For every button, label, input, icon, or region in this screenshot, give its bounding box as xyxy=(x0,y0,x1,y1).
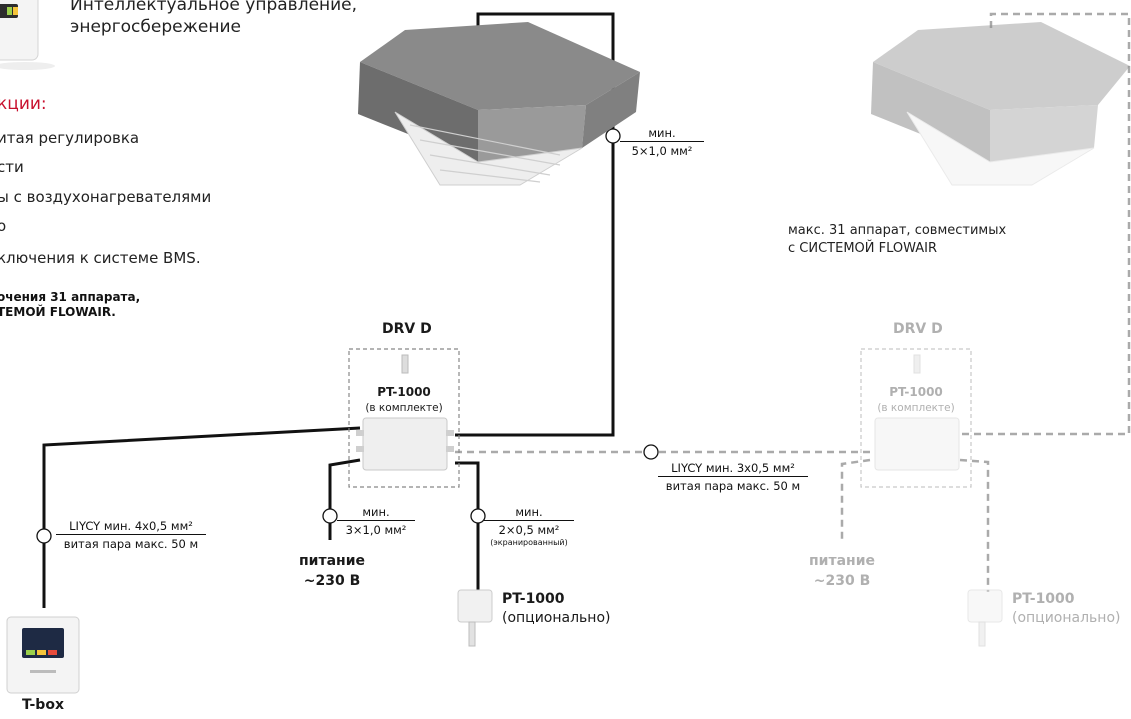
power-ghost-line-2: ~230 В xyxy=(813,573,871,589)
functions-title: кции: xyxy=(0,94,47,114)
max-units-line-1: макс. 31 аппарат, совместимых xyxy=(788,223,1007,238)
drv-ghost-sensor: PT-1000 xyxy=(889,385,943,399)
cable-label-sensor: мин. 2×0,5 мм² (экранированный) xyxy=(484,505,574,547)
cable-label-tbox: LIYCY мин. 4x0,5 мм² витая пара макс. 50… xyxy=(56,519,206,551)
cable-link-bottom: витая пара макс. 50 м xyxy=(665,479,801,493)
intro-text: Интеллектуальное управление, энергосбере… xyxy=(70,0,357,38)
sensor-main xyxy=(457,589,493,647)
cable-label-power: мин. 3×1,0 мм² xyxy=(337,505,415,537)
drv-main-title: DRV D xyxy=(382,321,432,337)
sensor-ghost-note: (опционально) xyxy=(1012,610,1121,626)
power-main-label: питание ~230 В xyxy=(282,551,382,591)
cable-sensor-bottom: 2×0,5 мм² xyxy=(498,523,560,537)
power-main-line-1: питание xyxy=(298,553,366,569)
cable-tbox-bottom: витая пара макс. 50 м xyxy=(63,537,199,551)
intro-line-1: Интеллектуальное управление, xyxy=(70,0,358,15)
drv-main-sensor: PT-1000 xyxy=(377,385,431,399)
cable-tbox-top: LIYCY мин. 4x0,5 мм² xyxy=(69,519,193,533)
drv-main-box xyxy=(348,348,460,488)
sensor-main-label: PT-1000 (опционально) xyxy=(502,590,611,628)
cable-power-bottom: 3×1,0 мм² xyxy=(345,523,407,537)
function-item: ключения к системе BMS. xyxy=(0,249,201,267)
power-main-line-2: ~230 В xyxy=(303,573,361,589)
sensor-ghost-name: PT-1000 xyxy=(1012,591,1075,607)
intro-line-2: энергосбережение xyxy=(70,17,241,37)
sensor-ghost-label: PT-1000 (опционально) xyxy=(1012,590,1121,628)
functions-note-line-2: ТЕМОЙ FLOWAIR. xyxy=(0,305,116,319)
function-item: о xyxy=(0,217,7,235)
drv-main-sensor-note: (в комплекте) xyxy=(365,402,443,414)
cable-label-heater: мин. 5×1,0 мм² xyxy=(620,126,704,158)
heater-unit-ghost xyxy=(871,22,1130,186)
cable-power-top: мин. xyxy=(362,505,390,519)
drv-ghost-box xyxy=(860,348,972,488)
functions-note: очения 31 аппарата, ТЕМОЙ FLOWAIR. xyxy=(0,290,140,320)
tbox-label: T-box xyxy=(22,697,64,713)
wire-tbox xyxy=(42,426,361,608)
functions-note-line-1: очения 31 аппарата, xyxy=(0,290,141,304)
sensor-main-note: (опционально) xyxy=(502,610,611,626)
power-ghost-line-1: питание xyxy=(808,553,876,569)
max-units-note: макс. 31 аппарат, совместимых с СИСТЕМОЙ… xyxy=(788,222,1006,258)
function-item: итая регулировка xyxy=(0,129,140,147)
cable-heater-bottom: 5×1,0 мм² xyxy=(631,144,693,158)
heater-unit xyxy=(358,22,640,186)
max-units-line-2: с СИСТЕМОЙ FLOWAIR xyxy=(788,241,938,256)
drv-ghost-title: DRV D xyxy=(893,321,943,337)
drv-ghost-sensor-note: (в комплекте) xyxy=(877,402,955,414)
cable-sensor-note: (экранированный) xyxy=(490,538,568,547)
cable-sensor-top: мин. xyxy=(515,505,543,519)
wire-sensor xyxy=(455,461,480,592)
sensor-main-name: PT-1000 xyxy=(502,591,565,607)
cable-markers xyxy=(36,128,659,544)
cable-heater-top: мин. xyxy=(648,126,676,140)
cable-link-top: LIYCY мин. 3x0,5 мм² xyxy=(671,461,795,475)
wire-heater xyxy=(455,12,615,437)
function-item: сти xyxy=(0,158,24,176)
tbox-device xyxy=(6,616,80,694)
controller-thumbnail xyxy=(0,0,55,70)
function-item: ы с воздухонагревателями xyxy=(0,188,212,206)
sensor-ghost xyxy=(967,589,1003,647)
power-ghost-label: питание ~230 В xyxy=(792,551,892,591)
wire-ghost xyxy=(455,12,1131,592)
cable-label-link: LIYCY мин. 3x0,5 мм² витая пара макс. 50… xyxy=(658,461,808,493)
